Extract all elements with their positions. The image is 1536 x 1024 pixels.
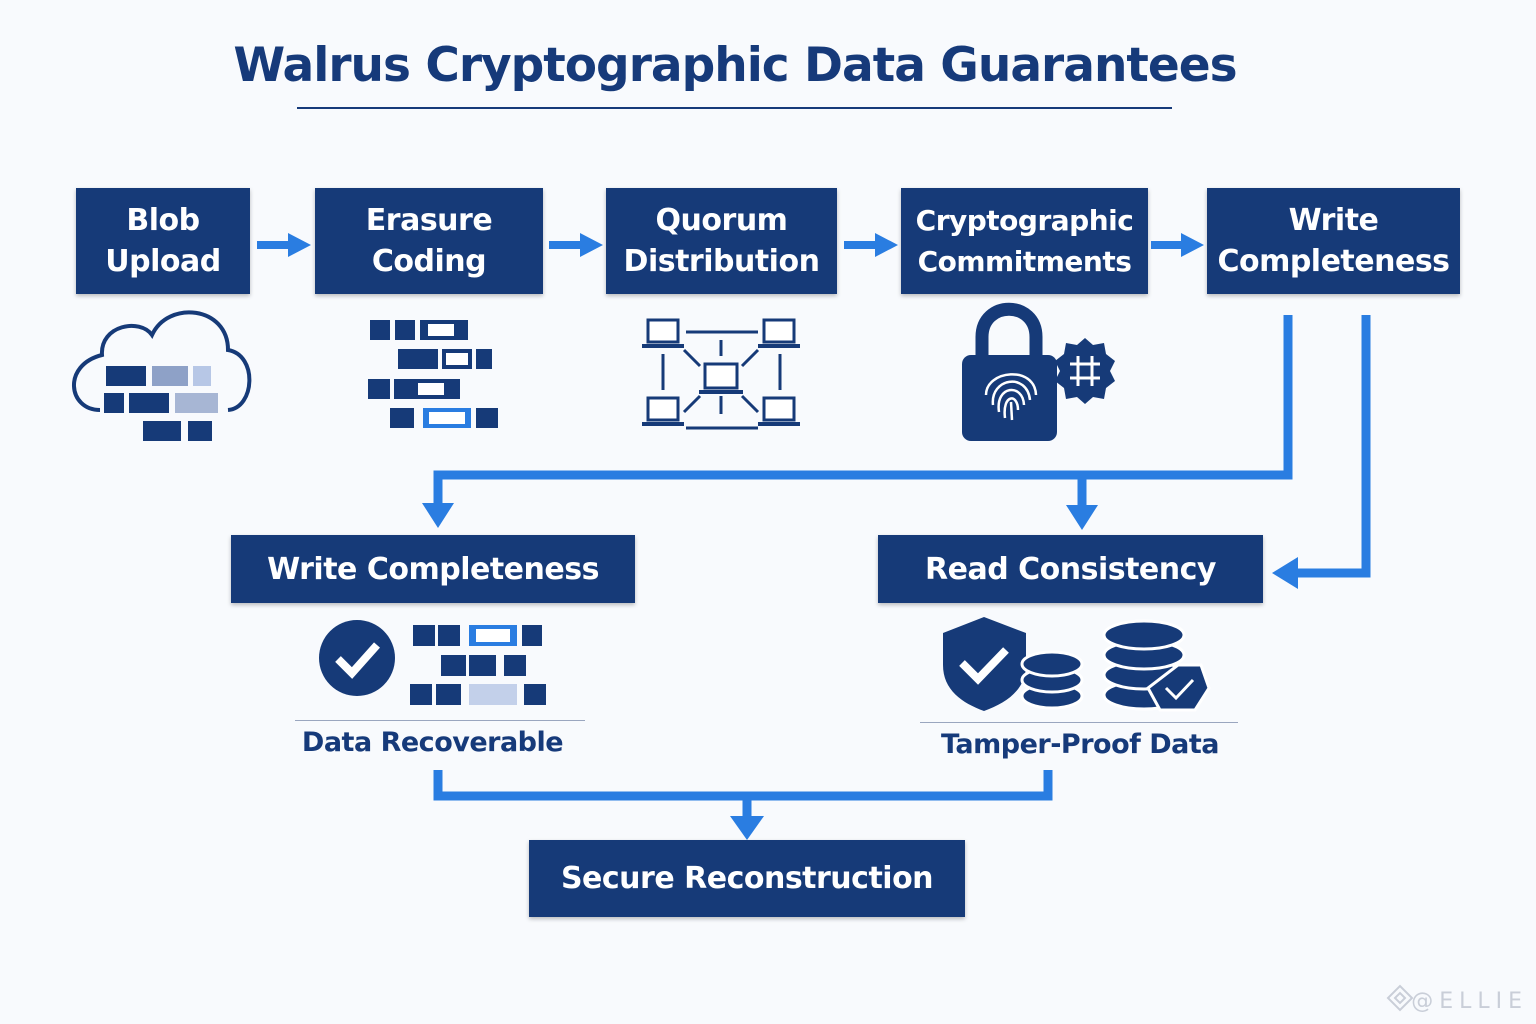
step-line2: Distribution: [623, 244, 820, 279]
flow-arrows: [257, 233, 1204, 257]
step-line1: Blob: [126, 203, 200, 238]
read-consistency-box: Read Consistency: [878, 535, 1263, 603]
connector-to-read: [1295, 315, 1371, 578]
caption-divider-right: [920, 722, 1238, 723]
arrow-right-icon: [844, 233, 898, 257]
connector-lines: [433, 315, 1371, 818]
title-underline: [297, 107, 1172, 109]
arrow-right-icon: [1151, 233, 1204, 257]
cloud-blocks-icon: [72, 310, 252, 441]
step-line1: Erasure: [365, 203, 493, 238]
blocks-grid-icon: [410, 625, 546, 705]
arrow-left-icon: [1272, 557, 1298, 589]
coded-blocks-icon: [368, 320, 498, 428]
shield-check-icon: [943, 617, 1084, 711]
step-line2: Upload: [105, 244, 221, 279]
connector-to-middle: [433, 315, 1293, 505]
arrow-right-icon: [257, 233, 311, 257]
step-line2: Coding: [371, 244, 487, 279]
page-title: Walrus Cryptographic Data Guarantees: [233, 38, 1237, 93]
connector-merge: [433, 770, 1053, 801]
write-completeness-label: Write Completeness: [267, 551, 599, 587]
network-nodes-icon: [642, 318, 800, 430]
step-line1: Write: [1288, 203, 1379, 238]
arrow-right-icon: [549, 233, 603, 257]
check-circle-icon: [319, 620, 395, 696]
secure-reconstruction-label: Secure Reconstruction: [560, 861, 934, 896]
fingerprint-lock-icon: [962, 302, 1115, 441]
secure-reconstruction-box: Secure Reconstruction: [529, 840, 965, 917]
step-line1: Cryptographic: [915, 204, 1134, 237]
arrow-down-icon: [1066, 505, 1098, 530]
watermark: @ELLIE: [1411, 989, 1528, 1014]
caption-divider-left: [295, 720, 585, 721]
read-consistency-label: Read Consistency: [925, 551, 1216, 587]
step-line2: Completeness: [1217, 244, 1450, 279]
write-completeness-box: Write Completeness: [231, 535, 635, 603]
tamper-proof-caption: Tamper-Proof Data: [940, 729, 1220, 760]
arrow-down-icon: [730, 816, 764, 840]
watermark-logo-icon: [1386, 984, 1414, 1012]
step-line2: Commitments: [917, 245, 1132, 278]
arrowheads: [422, 503, 1298, 840]
arrow-down-icon: [422, 503, 454, 528]
step-line1: Quorum: [655, 203, 788, 238]
database-check-icon: [1102, 619, 1211, 712]
data-recoverable-caption: Data Recoverable: [301, 727, 564, 758]
